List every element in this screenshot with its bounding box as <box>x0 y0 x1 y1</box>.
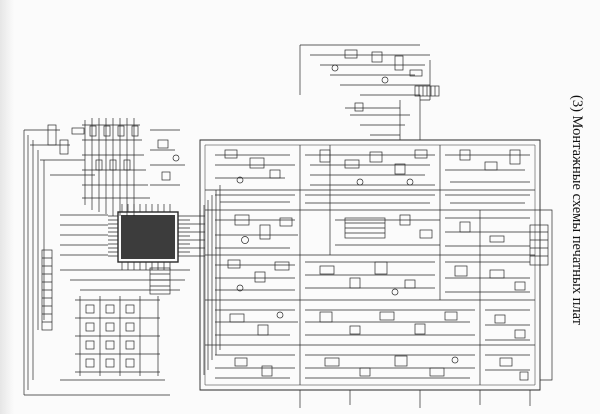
mcu-block <box>23 118 205 396</box>
microcontroller-chip-icon <box>108 204 190 270</box>
connector-icon <box>414 85 440 97</box>
signal-section <box>215 194 549 266</box>
output-section <box>215 309 530 381</box>
top-subcircuit <box>299 44 440 140</box>
power-section <box>215 259 530 296</box>
scan-shadow-edge <box>0 0 14 414</box>
amplifier-section <box>215 149 530 186</box>
resistor-array <box>82 118 150 216</box>
keypad-matrix-icon <box>75 296 160 376</box>
circuit-board-icon <box>199 139 541 391</box>
page-title: (3) Монтажные схемы печатных плат <box>569 95 585 326</box>
